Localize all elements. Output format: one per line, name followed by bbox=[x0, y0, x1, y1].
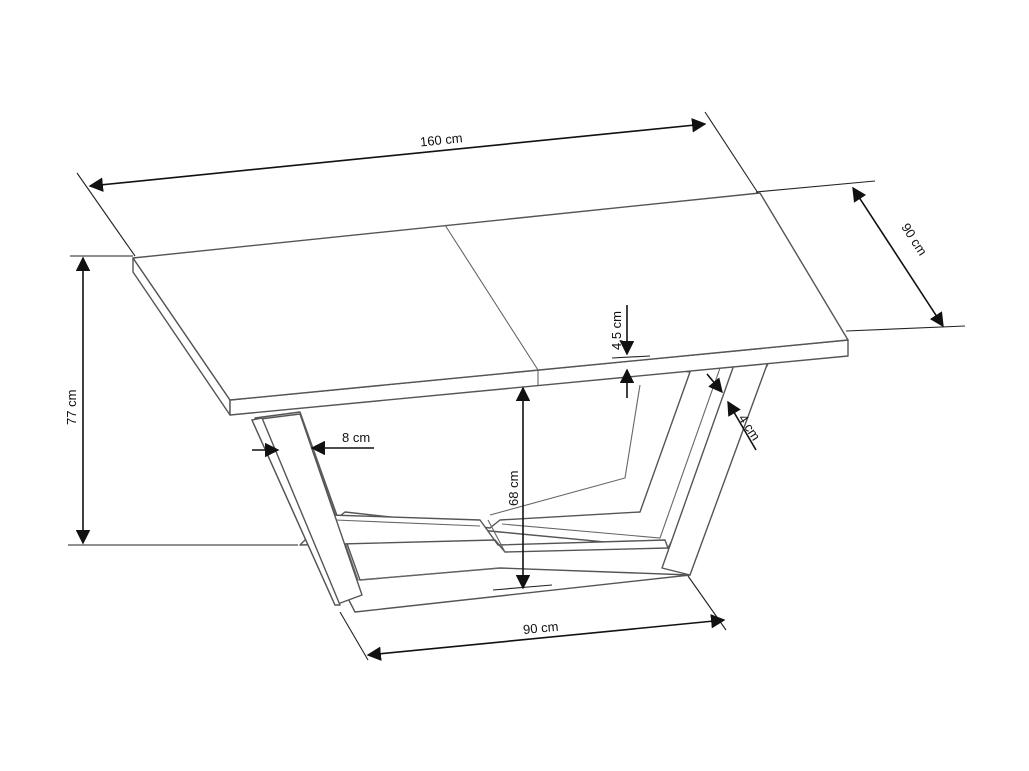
base-width-label: 90 cm bbox=[522, 619, 559, 637]
length-label: 160 cm bbox=[419, 130, 463, 149]
center-brace-detail bbox=[334, 519, 506, 553]
clearance-label: 68 cm bbox=[506, 471, 521, 506]
left-leg-side bbox=[251, 417, 341, 606]
extension-seam bbox=[444, 224, 539, 385]
leg-width-label: 8 cm bbox=[342, 430, 370, 445]
depth-arrow bbox=[852, 186, 944, 328]
length-arrow bbox=[88, 118, 707, 192]
top-thickness-label: 4,5 cm bbox=[609, 311, 624, 350]
center-brace bbox=[299, 514, 669, 553]
depth-label: 90 cm bbox=[898, 220, 930, 258]
base-width-arrow bbox=[366, 614, 726, 661]
height-label: 77 cm bbox=[64, 390, 79, 425]
front-frame-inner bbox=[299, 411, 501, 581]
table-top bbox=[132, 192, 849, 416]
frame-thickness-arrow-lower bbox=[727, 400, 757, 451]
table-base-frame bbox=[251, 359, 771, 613]
dimension-arrows bbox=[75, 118, 944, 661]
frame-thickness-arrow-upper bbox=[706, 373, 723, 394]
back-frame-inner bbox=[489, 367, 721, 539]
